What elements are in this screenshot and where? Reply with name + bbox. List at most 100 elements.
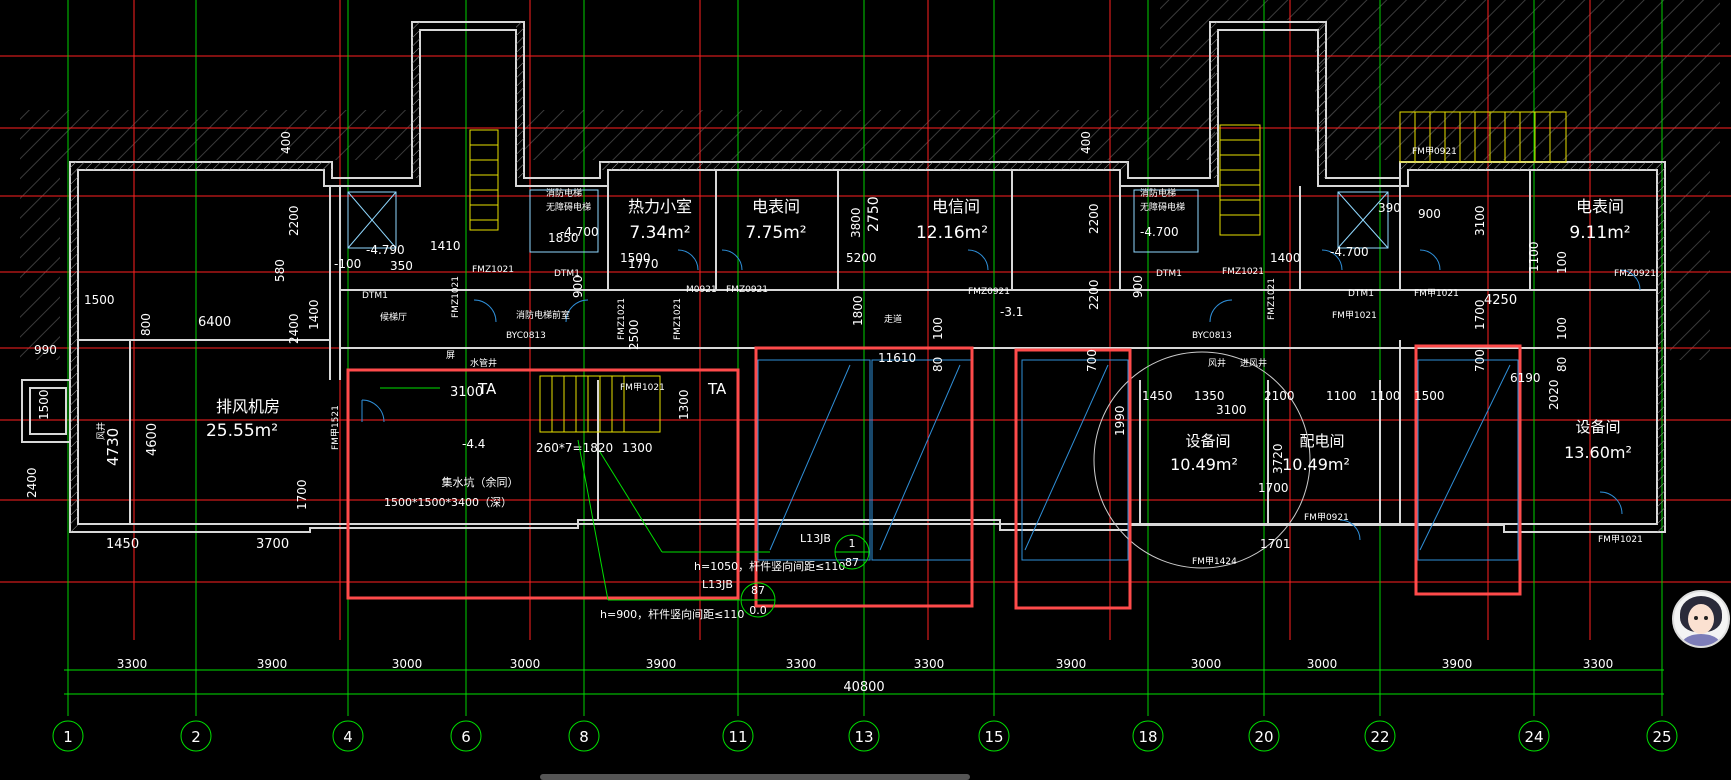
- tag-door: FMZ0921: [1614, 269, 1656, 279]
- span-dimension: 3000: [510, 657, 541, 671]
- room-area: 12.16m²: [916, 223, 988, 243]
- room-name: 设备间: [1575, 418, 1620, 436]
- vdim-text: 2400: [25, 467, 39, 498]
- axis-bubble: [1364, 720, 1396, 752]
- vdim-text: 100: [931, 317, 945, 340]
- axis-bubble: [1518, 720, 1550, 752]
- vdim-text: 2200: [1087, 279, 1101, 310]
- bubble-text: 1: [849, 537, 856, 550]
- tag-door: FMZ1021: [1222, 267, 1264, 277]
- stairs: [469, 111, 1567, 433]
- dim-text: 1500: [620, 251, 651, 265]
- vdim-text: 2400: [287, 313, 301, 344]
- dim-text: 3100: [450, 385, 483, 400]
- tag-door: FMZ1021: [673, 298, 683, 340]
- tag-room: 消防电梯前室: [516, 309, 570, 321]
- axis-label: 1: [63, 728, 73, 746]
- axis-label: 2: [191, 728, 201, 746]
- span-dimension: 3900: [257, 657, 288, 671]
- vdim-text: 700: [1085, 349, 1099, 372]
- room-area: 10.49m²: [1170, 455, 1238, 474]
- axis-label: 6: [461, 728, 471, 746]
- dim-text: 1100: [1370, 389, 1401, 403]
- axis-label: 15: [984, 728, 1003, 746]
- dim-text: 1410: [430, 239, 461, 253]
- room-area: 10.49m²: [1282, 455, 1350, 474]
- note: h=1050，杆件竖向间距≤110: [694, 559, 845, 573]
- axis-label: 11: [728, 728, 747, 746]
- tag-door: FM甲1021: [1332, 310, 1377, 321]
- tag-l13jb: L13JB: [800, 532, 831, 545]
- tag-door: FM甲0921: [1304, 512, 1349, 523]
- span-dimension: 3000: [1307, 657, 1338, 671]
- vdim-text: 1500: [37, 389, 51, 420]
- span-dimension: 3000: [1191, 657, 1222, 671]
- dim-text: 1500: [84, 293, 115, 307]
- dim-text: 6190: [1510, 371, 1541, 385]
- leader-lines: [380, 387, 770, 601]
- level-text: -100: [334, 257, 361, 271]
- room-name: 电表间: [1576, 197, 1624, 216]
- axis-bubble: [568, 720, 600, 752]
- vdim-text: 3720: [1271, 443, 1285, 474]
- level-text: -4.700: [1330, 245, 1369, 259]
- vdim-text: 4600: [145, 423, 160, 456]
- horizontal-scrollbar[interactable]: [540, 774, 970, 780]
- tag-room: 风井: [95, 422, 107, 440]
- assistant-avatar[interactable]: [1672, 590, 1730, 648]
- dim-text: 1450: [1142, 389, 1173, 403]
- tag-door: FMZ0921: [968, 287, 1010, 297]
- vdim-text: 80: [1555, 357, 1569, 372]
- bubble-text: 0.0: [749, 604, 767, 617]
- tag-room: 屏: [446, 350, 455, 361]
- room-area: 7.34m²: [629, 223, 690, 243]
- room-labels: 排风机房 25.55m² 热力小室 7.34m² 电表间 7.75m² 电信间 …: [206, 197, 1632, 509]
- span-dimension: 3900: [1442, 657, 1473, 671]
- vdim-text: 100: [1555, 317, 1569, 340]
- axis-label: 24: [1524, 728, 1543, 746]
- dim-text: 1700: [1258, 481, 1289, 495]
- dim-text: 6400: [198, 315, 231, 330]
- vdim-texts: 1500 2400 4730 4600 2200 580 2400 1400 8…: [25, 131, 1569, 510]
- vdim-text: 900: [571, 275, 585, 298]
- room-name: 设备间: [1185, 432, 1230, 450]
- room-name: 电表间: [752, 197, 800, 216]
- axis-bubble: [978, 720, 1010, 752]
- levels: -4.790 -4.700 -4.700 -4.700 -4.4 -3.1 35…: [334, 225, 1369, 451]
- total-dimension: 40800: [843, 680, 884, 695]
- tag-room: 进风井: [1240, 357, 1267, 369]
- vdim-text: 2200: [1087, 203, 1101, 234]
- vdim-text: 1800: [851, 295, 865, 326]
- dimension-lines: [64, 669, 1664, 695]
- section-bubbles: [740, 534, 870, 618]
- room-name: 热力小室: [628, 197, 692, 216]
- tag-dtm: DTM1: [554, 269, 580, 279]
- vdim-text: 900: [1131, 275, 1145, 298]
- tag-door: FMZ1021: [472, 265, 514, 275]
- dim-text: 1701: [1260, 537, 1291, 551]
- room-name: 排风机房: [216, 397, 280, 416]
- wall-fill: [70, 22, 1665, 532]
- note: h=900，杆件竖向间距≤110: [600, 607, 744, 621]
- dim-text: 1300: [622, 441, 653, 455]
- vdim-text: 2020: [1547, 379, 1561, 410]
- vdim-text: 1990: [1113, 405, 1127, 436]
- tag-door: FM甲1021: [620, 382, 665, 393]
- highlight-boxes: [346, 344, 1522, 610]
- avatar-face: [1688, 604, 1714, 634]
- tag-room: 无障碍电梯: [1140, 201, 1185, 213]
- room-name: 电信间: [932, 197, 980, 216]
- dim-text: 5200: [846, 251, 877, 265]
- axis-bubble: [722, 720, 754, 752]
- tag-room: 走道: [884, 313, 902, 325]
- dim-text: 1770: [628, 257, 659, 271]
- span-dimension: 3300: [914, 657, 945, 671]
- sump-size: 1500*1500*3400（深）: [384, 496, 512, 509]
- dim-text: 1850: [548, 231, 579, 245]
- vdim-text: 1100: [1527, 241, 1541, 272]
- room-area: 7.75m²: [745, 223, 806, 243]
- tag-door: FM甲1521: [330, 405, 341, 450]
- vdim-text: 580: [273, 259, 287, 282]
- tag-room: 无障碍电梯: [546, 201, 591, 213]
